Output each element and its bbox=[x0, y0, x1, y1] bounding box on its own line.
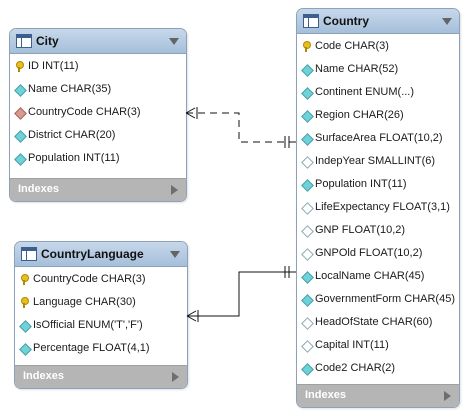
collapse-chevron-icon[interactable] bbox=[442, 18, 452, 25]
indexes-bar[interactable]: Indexes bbox=[10, 178, 186, 201]
column-label: ID INT(11) bbox=[28, 60, 79, 72]
column-label: CountryCode CHAR(3) bbox=[28, 106, 141, 118]
column-row[interactable]: GNPOld FLOAT(10,2) bbox=[297, 242, 459, 265]
table-countrylanguage[interactable]: CountryLanguage CountryCode CHAR(3) Lang… bbox=[14, 241, 188, 389]
primary-key-icon bbox=[20, 297, 29, 308]
column-row[interactable]: IndepYear SMALLINT(6) bbox=[297, 150, 459, 173]
column-label: IsOfficial ENUM('T','F') bbox=[33, 319, 143, 331]
column-label: GNPOld FLOAT(10,2) bbox=[315, 247, 423, 259]
column-label: Continent ENUM(...) bbox=[315, 86, 415, 98]
column-row[interactable]: District CHAR(20) bbox=[10, 124, 186, 147]
column-label: Capital INT(11) bbox=[315, 339, 389, 351]
table-icon bbox=[21, 247, 37, 261]
collapse-chevron-icon[interactable] bbox=[170, 251, 180, 258]
table-header[interactable]: CountryLanguage bbox=[15, 242, 187, 267]
relationship-countrylanguage-country[interactable] bbox=[186, 266, 296, 322]
column-label: IndepYear SMALLINT(6) bbox=[315, 155, 436, 167]
column-row[interactable]: Percentage FLOAT(4,1) bbox=[15, 337, 187, 360]
column-row[interactable]: Region CHAR(26) bbox=[297, 104, 459, 127]
column-label: CountryCode CHAR(3) bbox=[33, 273, 146, 285]
indexes-label: Indexes bbox=[18, 183, 59, 195]
primary-key-icon bbox=[15, 61, 24, 72]
column-row[interactable]: Name CHAR(52) bbox=[297, 58, 459, 81]
table-icon bbox=[303, 14, 319, 28]
table-title: City bbox=[36, 34, 59, 48]
column-label: Region CHAR(26) bbox=[315, 109, 404, 121]
column-row[interactable]: Code CHAR(3) bbox=[297, 35, 459, 58]
table-header[interactable]: City bbox=[10, 29, 186, 54]
column-label: SurfaceArea FLOAT(10,2) bbox=[315, 132, 443, 144]
column-row[interactable]: Language CHAR(30) bbox=[15, 291, 187, 314]
column-row[interactable]: Capital INT(11) bbox=[297, 334, 459, 357]
column-row[interactable]: SurfaceArea FLOAT(10,2) bbox=[297, 127, 459, 150]
column-label: Population INT(11) bbox=[315, 178, 407, 190]
column-label: Name CHAR(35) bbox=[28, 83, 112, 95]
expand-arrow-icon[interactable] bbox=[172, 372, 179, 382]
primary-key-icon bbox=[20, 274, 29, 285]
primary-key-icon bbox=[302, 41, 311, 52]
column-row[interactable]: HeadOfState CHAR(60) bbox=[297, 311, 459, 334]
column-label: HeadOfState CHAR(60) bbox=[315, 316, 433, 328]
table-icon bbox=[16, 34, 32, 48]
column-row[interactable]: Code2 CHAR(2) bbox=[297, 357, 459, 380]
table-title: Country bbox=[323, 14, 369, 28]
column-label: Language CHAR(30) bbox=[33, 296, 136, 308]
column-label: Code2 CHAR(2) bbox=[315, 362, 396, 374]
column-row[interactable]: ID INT(11) bbox=[10, 55, 186, 78]
column-label: LifeExpectancy FLOAT(3,1) bbox=[315, 201, 450, 213]
collapse-chevron-icon[interactable] bbox=[169, 38, 179, 45]
column-row[interactable]: IsOfficial ENUM('T','F') bbox=[15, 314, 187, 337]
column-label: GNP FLOAT(10,2) bbox=[315, 224, 406, 236]
column-row[interactable]: LocalName CHAR(45) bbox=[297, 265, 459, 288]
table-header[interactable]: Country bbox=[297, 9, 459, 34]
expand-arrow-icon[interactable] bbox=[444, 391, 451, 401]
relationship-city-country[interactable] bbox=[185, 107, 296, 148]
table-title: CountryLanguage bbox=[41, 247, 144, 261]
column-label: LocalName CHAR(45) bbox=[315, 270, 425, 282]
column-row[interactable]: Population INT(11) bbox=[10, 147, 186, 170]
indexes-bar[interactable]: Indexes bbox=[297, 384, 459, 407]
column-label: Population INT(11) bbox=[28, 152, 120, 164]
column-label: Percentage FLOAT(4,1) bbox=[33, 342, 150, 354]
column-row[interactable]: Continent ENUM(...) bbox=[297, 81, 459, 104]
table-country[interactable]: Country Code CHAR(3) Name CHAR(52) Conti… bbox=[296, 8, 460, 408]
indexes-label: Indexes bbox=[23, 370, 64, 382]
column-label: District CHAR(20) bbox=[28, 129, 116, 141]
column-row[interactable]: Name CHAR(35) bbox=[10, 78, 186, 101]
indexes-label: Indexes bbox=[305, 389, 346, 401]
column-row[interactable]: Population INT(11) bbox=[297, 173, 459, 196]
column-row[interactable]: CountryCode CHAR(3) bbox=[10, 101, 186, 124]
column-row[interactable]: GNP FLOAT(10,2) bbox=[297, 219, 459, 242]
column-label: GovernmentForm CHAR(45) bbox=[315, 293, 455, 305]
table-city[interactable]: City ID INT(11) Name CHAR(35) CountryCod… bbox=[9, 28, 187, 202]
column-label: Name CHAR(52) bbox=[315, 63, 399, 75]
column-row[interactable]: LifeExpectancy FLOAT(3,1) bbox=[297, 196, 459, 219]
expand-arrow-icon[interactable] bbox=[171, 185, 178, 195]
column-row[interactable]: GovernmentForm CHAR(45) bbox=[297, 288, 459, 311]
column-label: Code CHAR(3) bbox=[315, 40, 389, 52]
indexes-bar[interactable]: Indexes bbox=[15, 365, 187, 388]
column-row[interactable]: CountryCode CHAR(3) bbox=[15, 268, 187, 291]
